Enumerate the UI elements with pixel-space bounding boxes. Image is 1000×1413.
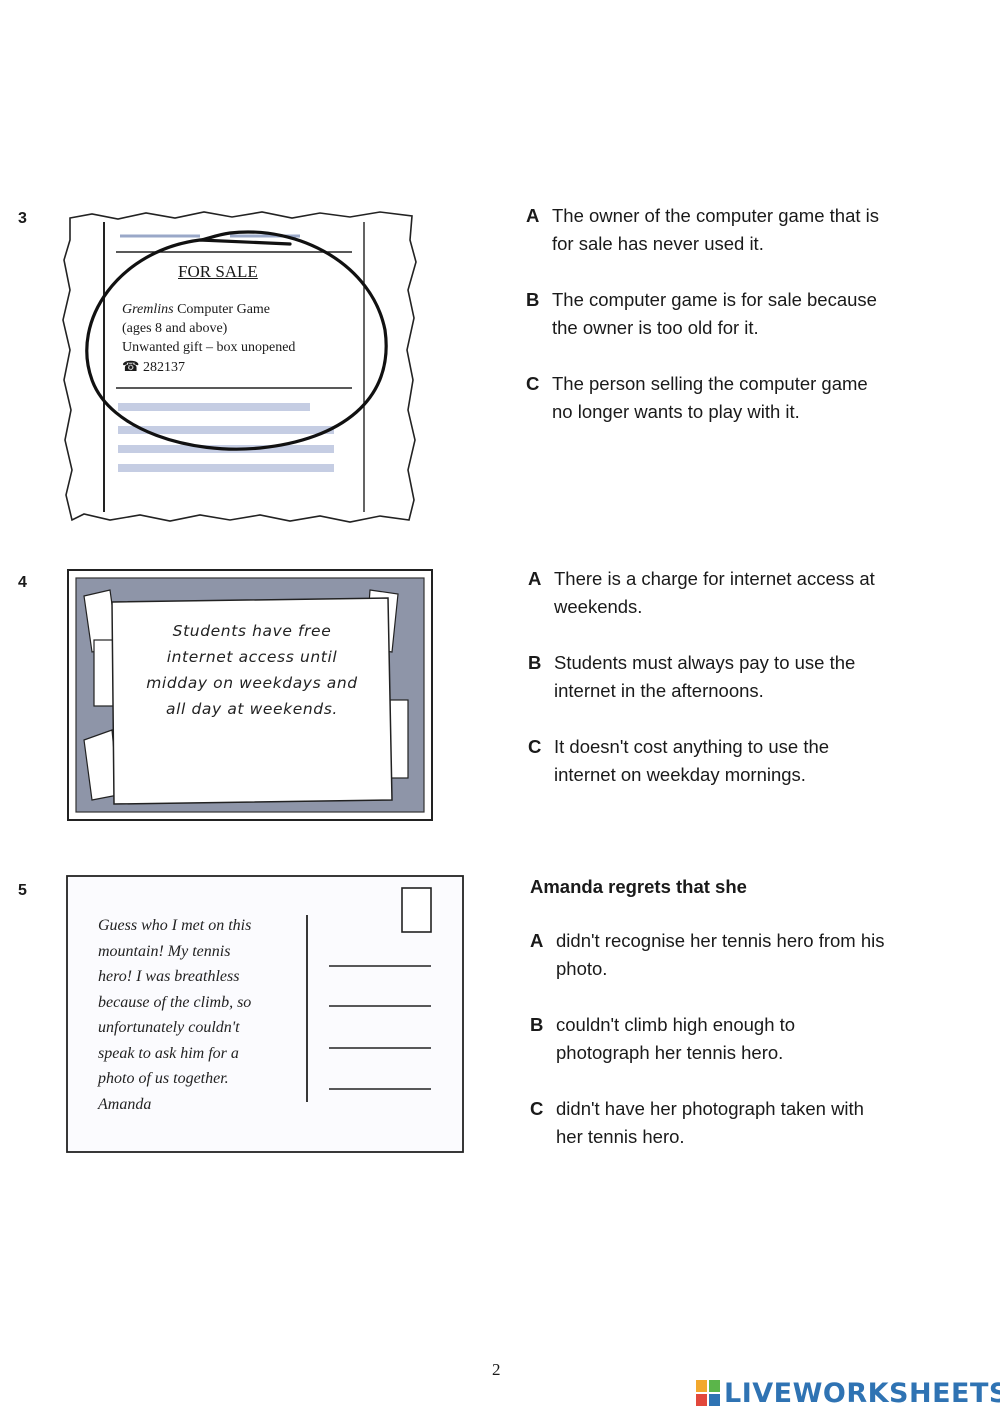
option-a[interactable]: A There is a charge for internet access …: [528, 565, 875, 621]
option-text: Students must always pay to use the: [554, 652, 856, 673]
option-text: The owner of the computer game that is: [552, 205, 880, 226]
option-text: for sale has never used it.: [552, 233, 764, 254]
notice-line: midday on weekdays and: [146, 674, 358, 692]
postcard-line: unfortunately couldn't: [98, 1019, 240, 1036]
postcard-line: photo of us together.: [98, 1070, 229, 1087]
option-text: couldn't climb high enough to: [556, 1014, 796, 1035]
notice-line: internet access until: [166, 648, 338, 666]
brand-name: LIVEWORKSHEETS: [724, 1378, 1000, 1409]
option-text: internet on weekday mornings.: [554, 764, 806, 785]
question-4-options: A There is a charge for internet access …: [528, 565, 875, 817]
option-c[interactable]: C The person selling the computer game n…: [526, 370, 879, 426]
question-3-options: A The owner of the computer game that is…: [526, 202, 879, 454]
postcard-message: Guess who I met on this mountain! My ten…: [98, 913, 308, 1117]
option-text: her tennis hero.: [556, 1126, 685, 1147]
notice-line: all day at weekends.: [166, 700, 338, 718]
option-text: internet in the afternoons.: [554, 680, 764, 701]
ad-line: (ages 8 and above): [122, 321, 228, 336]
option-text: the owner is too old for it.: [552, 317, 759, 338]
option-c[interactable]: C didn't have her photograph taken with …: [530, 1095, 884, 1151]
postcard-line: because of the climb, so: [98, 993, 252, 1011]
option-text: The computer game is for sale because: [552, 289, 877, 310]
question-number: 3: [18, 210, 27, 227]
option-letter: C: [530, 1098, 544, 1119]
option-letter: B: [530, 1014, 544, 1035]
ad-title: FOR SALE: [178, 262, 258, 281]
page-number: 2: [492, 1360, 501, 1379]
option-text: didn't have her photograph taken with: [556, 1098, 864, 1119]
notice-text: Students have free internet access until…: [124, 618, 380, 722]
option-letter: C: [528, 736, 542, 757]
option-text: The person selling the computer game: [552, 373, 868, 394]
ad-line: ☎ 282137: [122, 360, 185, 375]
notice-line: Students have free: [172, 622, 332, 640]
option-text: weekends.: [554, 596, 643, 617]
postcard-line: hero! I was breathless: [98, 968, 240, 985]
option-b[interactable]: B Students must always pay to use the in…: [528, 649, 875, 705]
postcard-line: mountain! My tennis: [98, 942, 231, 960]
option-text: There is a charge for internet access at: [554, 568, 875, 589]
option-letter: B: [528, 652, 542, 673]
postcard-line: Amanda: [98, 1095, 152, 1113]
option-letter: C: [526, 373, 540, 394]
option-b[interactable]: B couldn't climb high enough to photogra…: [530, 1011, 884, 1067]
option-letter: A: [530, 930, 544, 951]
option-text: It doesn't cost anything to use the: [554, 736, 830, 757]
question-number: 5: [18, 882, 27, 899]
option-c[interactable]: C It doesn't cost anything to use the in…: [528, 733, 875, 789]
liveworksheets-brand[interactable]: LIVEWORKSHEETS: [696, 1378, 1000, 1409]
option-text: no longer wants to play with it.: [552, 401, 800, 422]
ad-line: Unwanted gift – box unopened: [122, 340, 296, 355]
question-5-options: Amanda regrets that she A didn't recogni…: [530, 873, 884, 1179]
question-stem: Amanda regrets that she: [530, 876, 747, 897]
option-text: didn't recognise her tennis hero from hi…: [556, 930, 885, 951]
postcard-line: Guess who I met on this: [98, 917, 252, 934]
option-text: photograph her tennis hero.: [556, 1042, 784, 1063]
question-number: 4: [18, 574, 27, 591]
option-a[interactable]: A didn't recognise her tennis hero from …: [530, 927, 884, 983]
option-a[interactable]: A The owner of the computer game that is…: [526, 202, 879, 258]
ad-line: Gremlins Computer Game: [122, 302, 271, 317]
option-letter: B: [526, 289, 540, 310]
postcard-line: speak to ask him for a: [98, 1044, 239, 1062]
option-letter: A: [528, 568, 542, 589]
option-text: photo.: [556, 958, 608, 979]
liveworksheets-logo-icon: [696, 1379, 720, 1406]
option-b[interactable]: B The computer game is for sale because …: [526, 286, 879, 342]
option-letter: A: [526, 205, 540, 226]
